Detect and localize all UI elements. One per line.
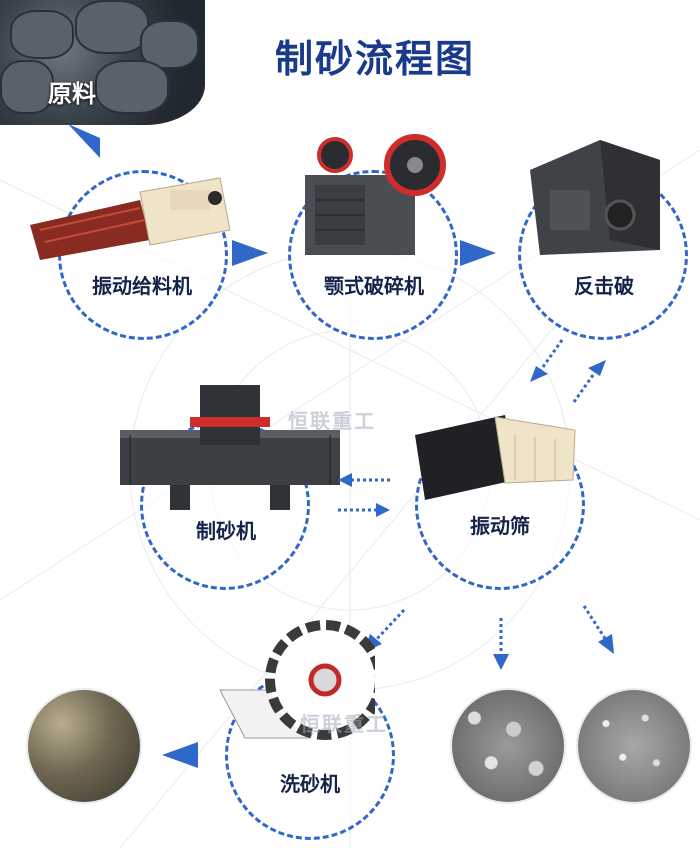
raw-material-image: 原料: [0, 0, 205, 125]
label-jaw-crusher: 颚式破碎机: [324, 274, 424, 298]
label-vibrating-screen: 振动筛: [470, 514, 530, 538]
arrow-sand-maker-to-screen: [338, 503, 390, 517]
sand-maker-machine-icon: [120, 385, 340, 510]
product-gravel-fine-image: [578, 690, 690, 802]
arrow-feeder-to-jaw: [232, 240, 268, 266]
finished-sand-image: [28, 690, 140, 802]
feeder-machine-icon: [30, 177, 231, 260]
watermark-top: 恒联重工: [288, 409, 376, 433]
arrow-washer-to-sand: [162, 742, 198, 768]
sand-washer-machine-icon: [219, 620, 375, 740]
vibrating-screen-machine-icon: [415, 415, 576, 500]
product-gravel-coarse-image: [452, 690, 564, 802]
arrow-screen-to-impact: [572, 360, 606, 403]
watermark-bottom: 恒联重工: [300, 712, 388, 736]
arrow-impact-to-screen: [530, 339, 564, 382]
label-sand-washer: 洗砂机: [280, 772, 340, 796]
label-feeder: 振动给料机: [92, 274, 192, 298]
arrow-jaw-to-impact: [460, 240, 496, 266]
label-impact-crusher: 反击破: [574, 274, 634, 298]
impact-crusher-machine-icon: [530, 140, 660, 255]
arrow-raw-to-feeder: [68, 124, 100, 158]
arrow-screen-to-product-b: [582, 605, 614, 654]
arrow-screen-to-sand-maker: [338, 473, 390, 487]
raw-material-label: 原料: [48, 80, 96, 108]
page-title: 制砂流程图: [274, 37, 475, 81]
jaw-crusher-machine-icon: [305, 134, 446, 255]
label-sand-maker: 制砂机: [196, 519, 256, 543]
arrow-screen-to-product-a: [493, 618, 509, 670]
